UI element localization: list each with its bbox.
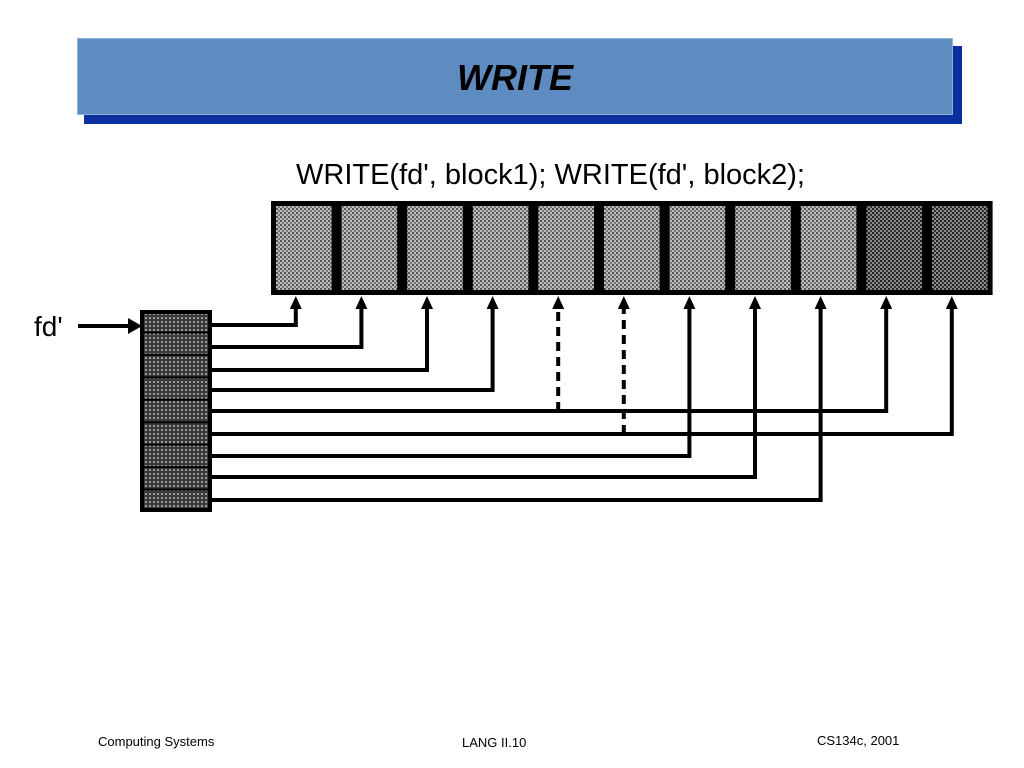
file-block xyxy=(276,206,332,290)
diagram-caption: WRITE(fd', block1); WRITE(fd', block2); xyxy=(296,159,805,191)
pointer-arrowhead xyxy=(814,296,827,309)
file-block xyxy=(932,206,988,290)
pointer-lines xyxy=(212,296,958,502)
pointer-line xyxy=(212,307,823,502)
pointer-line xyxy=(212,307,429,372)
slide-title: WRITE xyxy=(457,57,573,98)
dashed-pointer-arrowhead xyxy=(617,296,630,309)
footer-term: CS134c, 2001 xyxy=(817,733,900,748)
pointer-arrowhead xyxy=(683,296,696,309)
pointer-line xyxy=(212,307,495,392)
pointer-arrowhead xyxy=(289,296,302,309)
descriptor-arrow-head xyxy=(128,318,142,334)
pointer-line xyxy=(212,307,757,479)
descriptor-label: fd' xyxy=(34,311,63,342)
file-block xyxy=(538,206,594,290)
file-block xyxy=(341,206,398,290)
file-block xyxy=(472,206,529,290)
file-block xyxy=(669,206,726,290)
pointer-line xyxy=(212,307,692,458)
file-block xyxy=(800,206,857,290)
table-body xyxy=(144,314,208,508)
pointer-arrowhead xyxy=(880,296,893,309)
pointer-line xyxy=(212,307,954,436)
footer-course: Computing Systems xyxy=(98,734,215,749)
descriptor-table xyxy=(140,310,212,512)
file-block xyxy=(735,206,791,290)
pointer-arrowhead xyxy=(945,296,958,309)
pointer-line xyxy=(212,307,298,327)
pointer-line xyxy=(212,307,889,413)
pointer-arrowhead xyxy=(749,296,761,309)
footer-slide-number: LANG II.10 xyxy=(462,735,527,750)
file-block xyxy=(604,206,660,290)
pointer-arrowhead xyxy=(486,296,499,309)
pointer-line xyxy=(212,307,364,349)
pointer-arrowhead xyxy=(355,296,368,309)
dashed-pointer-arrowhead xyxy=(552,296,565,309)
file-block xyxy=(866,206,922,290)
title-bar xyxy=(77,38,953,115)
file-block xyxy=(407,206,463,290)
file-block-row xyxy=(271,201,993,295)
pointer-arrowhead xyxy=(421,296,433,309)
